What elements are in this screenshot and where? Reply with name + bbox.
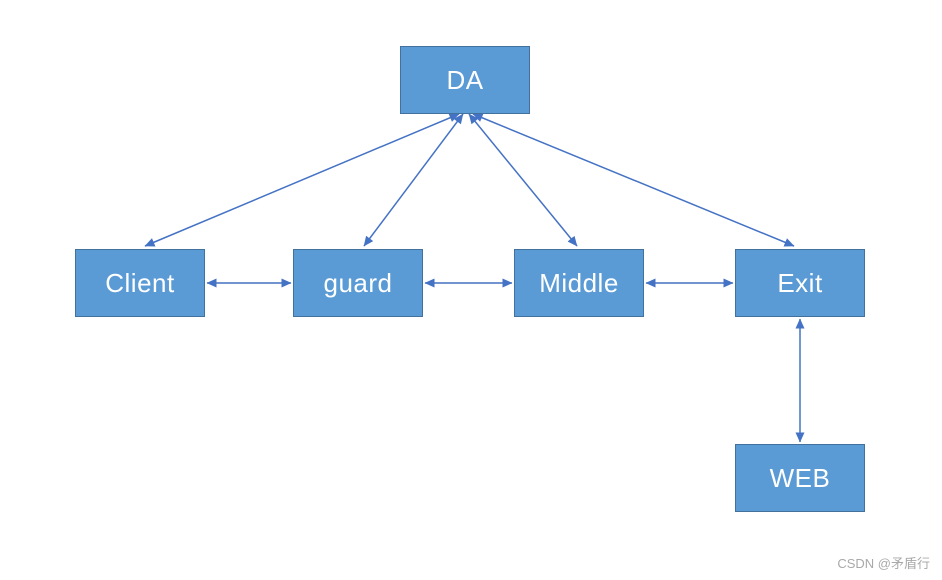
node-guard-label: guard	[323, 267, 393, 298]
node-exit: Exit	[735, 249, 865, 317]
node-web-label: WEB	[769, 462, 831, 493]
node-middle: Middle	[514, 249, 644, 317]
node-da: DA	[400, 46, 530, 114]
node-guard: guard	[293, 249, 423, 317]
edge-da-guard	[363, 113, 464, 247]
edge-da-client	[144, 113, 460, 247]
node-web: WEB	[735, 444, 865, 512]
node-client-label: Client	[105, 267, 175, 298]
edge-da-exit	[472, 113, 795, 247]
node-middle-label: Middle	[539, 267, 619, 298]
node-client: Client	[75, 249, 205, 317]
node-da-label: DA	[446, 64, 484, 95]
watermark: CSDN @矛盾行	[837, 556, 930, 571]
node-exit-label: Exit	[777, 267, 823, 298]
